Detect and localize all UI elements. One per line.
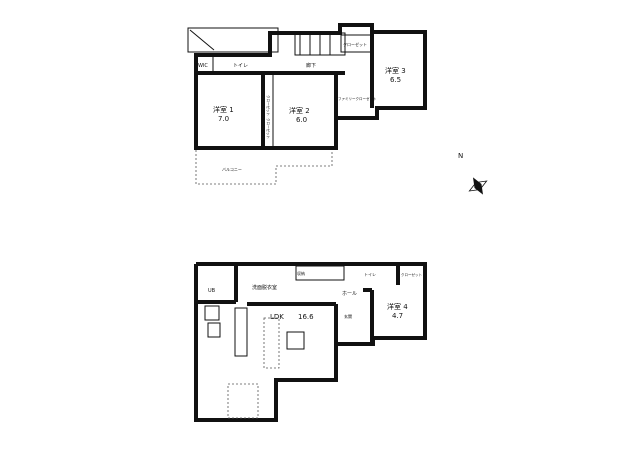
closet2-label: クローゼット (266, 118, 271, 139)
washroom-label: 洗面脱衣室 (252, 284, 277, 291)
closet4-label: クローゼット (401, 272, 422, 277)
room1-size: 7.0 (218, 115, 229, 123)
toilet1-label: トイレ (364, 272, 376, 277)
closet1-label: クローゼット (266, 95, 271, 116)
room4-size: 4.7 (392, 312, 403, 320)
ub-label: UB (208, 288, 216, 294)
room1-name: 洋室 1 (213, 105, 234, 114)
floor1-plan (194, 262, 427, 422)
ldk-name: LDK (270, 313, 284, 321)
family-closet-label: ファミリークローゼット (338, 96, 377, 101)
room2-name: 洋室 2 (289, 106, 310, 115)
roof-outline (187, 27, 279, 53)
ldk-size: 16.6 (298, 313, 314, 321)
entrance-label: 玄関 (344, 313, 352, 319)
hall2-label: 廊下 (306, 62, 316, 69)
compass-needle-icon (473, 177, 483, 195)
closet3-label: クローゼット (343, 41, 367, 47)
wic-label: WIC (198, 63, 208, 69)
room2-size: 6.0 (296, 116, 307, 124)
storage-label: 収納 (297, 270, 305, 276)
hall1-label: ホール (342, 291, 357, 297)
room3-size: 6.5 (390, 76, 401, 84)
floor2-plan (187, 23, 427, 185)
room4-name: 洋室 4 (387, 302, 408, 311)
compass: N (458, 152, 488, 195)
room3-name: 洋室 3 (385, 66, 406, 75)
balcony-label: バルコニー (222, 167, 242, 172)
compass-north-label: N (458, 152, 463, 160)
toilet2-label: トイレ (233, 63, 248, 69)
